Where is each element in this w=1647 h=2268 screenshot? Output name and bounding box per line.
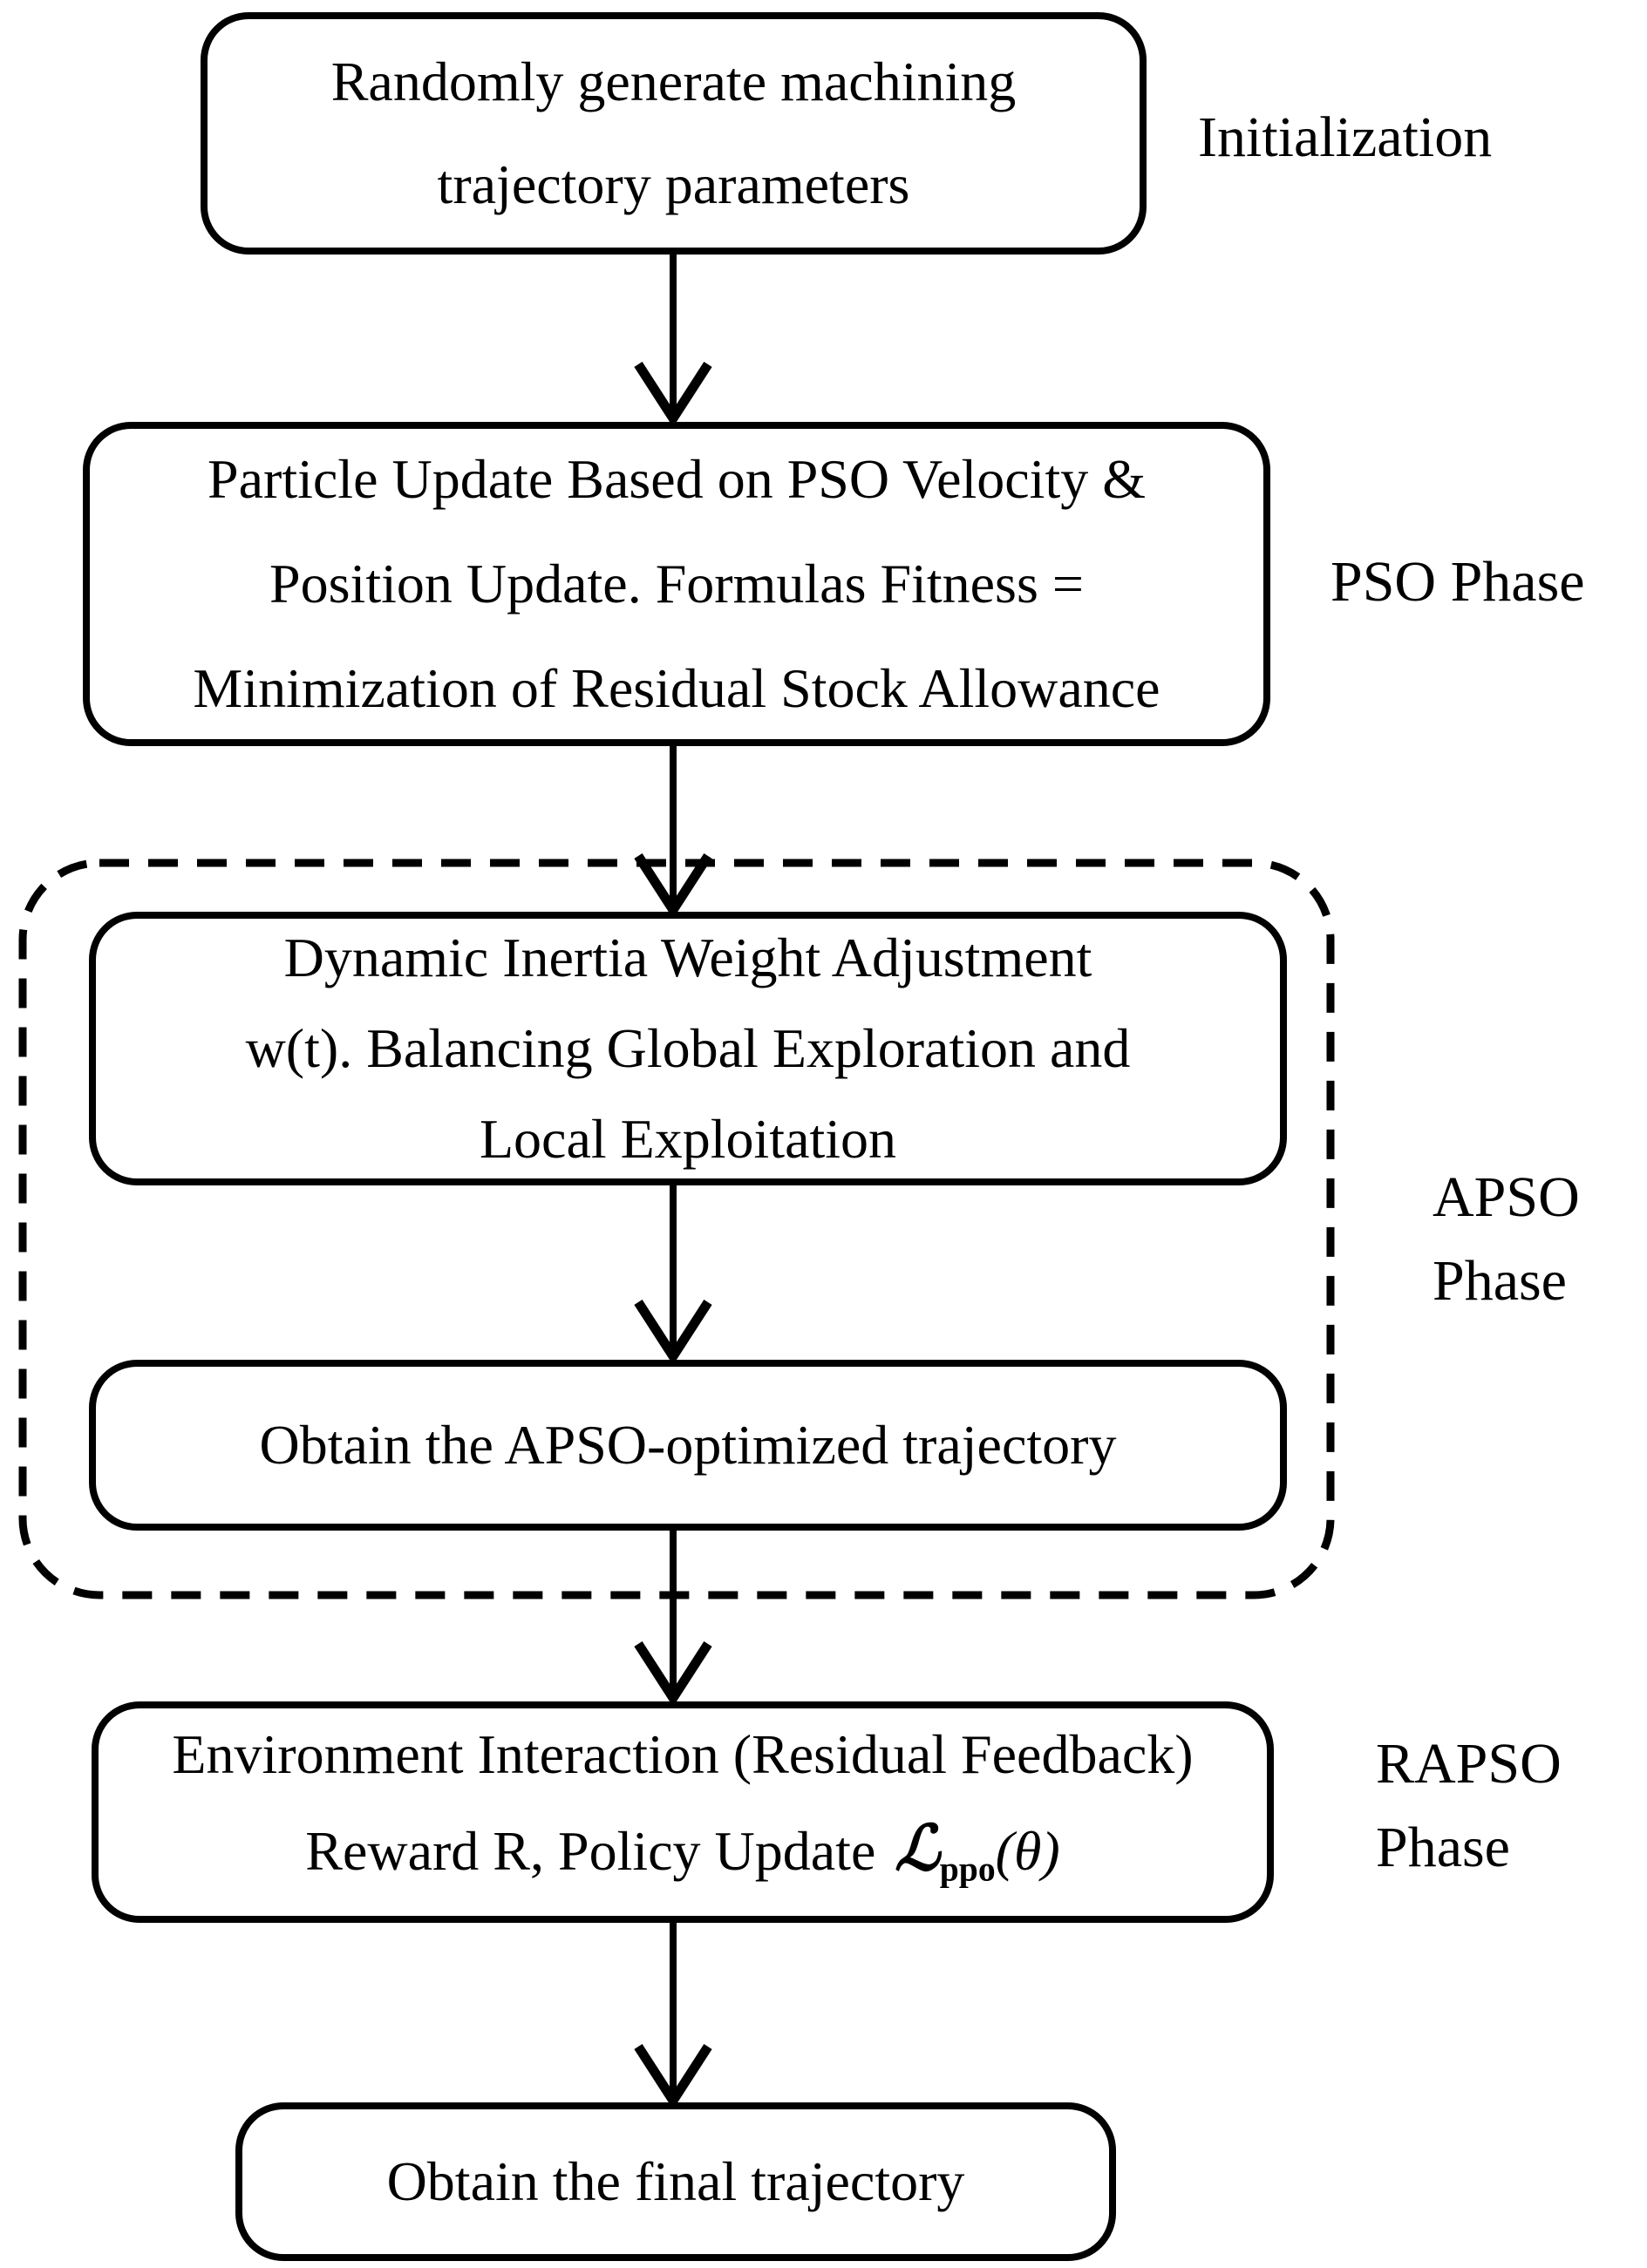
box-text-line: trajectory parameters	[437, 153, 910, 215]
box-text-line: Environment Interaction (Residual Feedba…	[172, 1723, 1194, 1786]
box-text-line: Particle Update Based on PSO Velocity &	[208, 448, 1146, 510]
box-text-line: Obtain the APSO-optimized trajectory	[259, 1414, 1117, 1476]
node-pso-update: Particle Update Based on PSO Velocity & …	[83, 422, 1270, 746]
formula-args: (θ)	[995, 1820, 1060, 1883]
box-text-line: Obtain the final trajectory	[386, 2150, 965, 2212]
label-apso-phase: APSO Phase	[1433, 1156, 1580, 1323]
node-rapso-update: Environment Interaction (Residual Feedba…	[92, 1701, 1274, 1923]
node-final-result: Obtain the final trajectory	[235, 2102, 1116, 2261]
node-apso-result: Obtain the APSO-optimized trajectory	[89, 1360, 1287, 1531]
label-apso-phase-line: Phase	[1433, 1249, 1567, 1313]
label-rapso-phase-line: RAPSO	[1376, 1732, 1562, 1796]
node-inertia-weight: Dynamic Inertia Weight Adjustment w(t). …	[89, 912, 1287, 1185]
box-text-line: Dynamic Inertia Weight Adjustment	[283, 927, 1092, 988]
arrow-inertia-to-apso-result	[634, 1185, 712, 1366]
box-text-line: Randomly generate machining	[330, 51, 1017, 112]
formula-script-l: ℒ	[895, 1814, 940, 1884]
label-pso-phase: PSO Phase	[1331, 550, 1585, 614]
box-text-line: Minimization of Residual Stock Allowance	[193, 657, 1160, 719]
arrow-rapso-to-final	[634, 1923, 712, 2110]
label-rapso-phase: RAPSO Phase	[1376, 1722, 1562, 1890]
arrow-apso-result-to-rapso	[634, 1529, 712, 1708]
box-text-line: Local Exploitation	[479, 1108, 897, 1170]
box-text-line: w(t). Balancing Global Exploration and	[245, 1017, 1131, 1079]
node-initialization: Randomly generate machining trajectory p…	[201, 12, 1147, 255]
formula-subscript: ppo	[939, 1850, 996, 1889]
formula-prefix: Reward R, Policy Update	[305, 1820, 890, 1883]
label-initialization-phase: Initialization	[1198, 105, 1493, 169]
box-formula-line: Reward R, Policy Update ℒppo(θ)	[305, 1802, 1059, 1917]
arrow-init-to-pso	[634, 253, 712, 428]
label-apso-phase-line: APSO	[1433, 1165, 1580, 1229]
arrow-pso-to-inertia	[634, 746, 712, 920]
box-text-line: Position Update. Formulas Fitness =	[269, 553, 1084, 615]
label-rapso-phase-line: Phase	[1376, 1816, 1510, 1879]
